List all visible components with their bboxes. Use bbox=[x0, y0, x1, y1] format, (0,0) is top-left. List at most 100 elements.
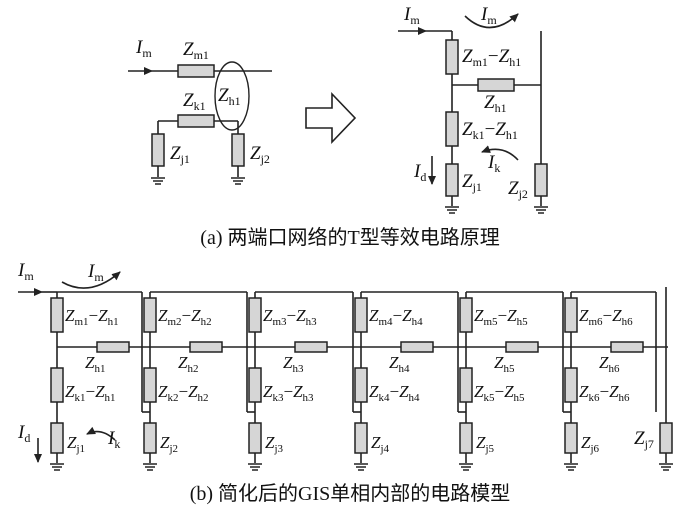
resistor-zk-zh bbox=[564, 367, 578, 403]
label-im-loop: Im bbox=[480, 4, 497, 27]
label-ik: Ik bbox=[487, 152, 500, 175]
label-zk1: Zk1 bbox=[183, 90, 206, 113]
label-zj: Zj6 bbox=[581, 433, 600, 455]
ground-icon bbox=[445, 206, 459, 214]
label-zlow: Zk3−Zh3 bbox=[263, 382, 314, 404]
label-zj: Zj3 bbox=[265, 433, 284, 455]
resistor-zm-zh bbox=[50, 297, 64, 333]
resistor-zh bbox=[96, 341, 130, 353]
resistor-zj1 bbox=[445, 163, 459, 197]
two-port-network bbox=[128, 61, 272, 177]
label-zj: Zj1 bbox=[67, 433, 85, 455]
label-zmid: Zh3 bbox=[283, 353, 304, 375]
resistor-zh bbox=[294, 341, 328, 353]
label-ztop: Zm2−Zh2 bbox=[158, 306, 212, 328]
label-zm1-zh1: Zm1−Zh1 bbox=[462, 46, 521, 69]
label-zmid: Zh1 bbox=[85, 353, 105, 375]
ground-icon bbox=[459, 463, 473, 471]
label-id: Id bbox=[413, 161, 426, 184]
resistor-zm-zh bbox=[248, 297, 262, 333]
label-zlow: Zk2−Zh2 bbox=[158, 382, 209, 404]
ground-icon bbox=[564, 463, 578, 471]
resistor-zj bbox=[354, 422, 368, 454]
label-zj: Zj2 bbox=[160, 433, 178, 455]
label-zlow: Zk4−Zh4 bbox=[369, 382, 420, 404]
resistor-zk-zh bbox=[248, 367, 262, 403]
ladder-end bbox=[659, 287, 673, 471]
ground-icon bbox=[534, 206, 548, 214]
gis-ladder-circuit bbox=[18, 271, 121, 463]
resistor-zj2 bbox=[534, 163, 548, 197]
t-equivalent-circuit bbox=[398, 13, 548, 206]
label-zj: Zj5 bbox=[476, 433, 495, 455]
resistor-zk-zh bbox=[354, 367, 368, 403]
resistor-zm1-zh1 bbox=[445, 39, 459, 75]
label-b-im-loop: Im bbox=[87, 261, 104, 284]
loop-current-ik-arrow bbox=[481, 145, 519, 161]
label-ztop: Zm6−Zh6 bbox=[579, 306, 633, 328]
ground-icon bbox=[50, 463, 64, 471]
ground-icon bbox=[231, 177, 245, 185]
resistor-zk-zh bbox=[459, 367, 473, 403]
loop-current-ik-arrow bbox=[86, 426, 116, 441]
resistor-zh bbox=[189, 341, 223, 353]
label-zj1: Zj1 bbox=[170, 143, 190, 166]
resistor-zk-zh bbox=[50, 367, 64, 403]
resistor-zj2 bbox=[231, 133, 245, 167]
label-b-im-in: Im bbox=[17, 260, 34, 283]
loop-current-im-arrow bbox=[464, 13, 519, 29]
resistor-zk-zh bbox=[143, 367, 157, 403]
caption-a: (a) 两端口网络的T型等效电路原理 bbox=[200, 226, 499, 249]
resistor-zm-zh bbox=[459, 297, 473, 333]
label-zk1-zh1: Zk1−Zh1 bbox=[462, 119, 518, 142]
label-zj2: Zj2 bbox=[250, 143, 270, 166]
label-zmid: Zh5 bbox=[494, 353, 515, 375]
resistor-zm1 bbox=[177, 64, 215, 78]
resistor-zh bbox=[505, 341, 539, 353]
ground-icon bbox=[659, 463, 673, 471]
label-zlow: Zk6−Zh6 bbox=[579, 382, 630, 404]
resistor-zh1 bbox=[477, 78, 515, 92]
label-b-zj7: Zj7 bbox=[634, 428, 654, 451]
label-im-in: Im bbox=[403, 4, 420, 27]
resistor-zm-zh bbox=[143, 297, 157, 333]
label-ztop: Zm5−Zh5 bbox=[474, 306, 528, 328]
caption-b: (b) 简化后的GIS单相内部的电路模型 bbox=[190, 482, 511, 505]
resistor-zm-zh bbox=[354, 297, 368, 333]
label-b-ik: Ik bbox=[107, 428, 120, 451]
ground-icon bbox=[248, 463, 262, 471]
label-zj2: Zj2 bbox=[508, 178, 528, 201]
resistor-zj7 bbox=[659, 422, 673, 454]
ground-icon bbox=[151, 177, 165, 185]
label-zmid: Zh6 bbox=[599, 353, 620, 375]
resistor-zm-zh bbox=[564, 297, 578, 333]
label-zlow: Zk5−Zh5 bbox=[474, 382, 525, 404]
label-ztop: Zm4−Zh4 bbox=[369, 306, 423, 328]
label-zj: Zj4 bbox=[371, 433, 390, 455]
transform-arrow-icon bbox=[305, 92, 357, 144]
label-ztop: Zm1−Zh1 bbox=[65, 306, 119, 328]
label-zh1: Zh1 bbox=[218, 85, 241, 108]
resistor-zj bbox=[50, 422, 64, 454]
loop-current-im-arrow bbox=[61, 271, 121, 289]
label-zlow: Zk1−Zh1 bbox=[65, 382, 116, 404]
label-b-id: Id bbox=[17, 422, 30, 445]
label-zmid: Zh2 bbox=[178, 353, 198, 375]
label-zj1: Zj1 bbox=[462, 171, 482, 194]
label-ztop: Zm3−Zh3 bbox=[263, 306, 317, 328]
label-zm1: Zm1 bbox=[183, 39, 209, 62]
resistor-zk1 bbox=[177, 114, 215, 128]
label-zmid: Zh4 bbox=[389, 353, 410, 375]
label-im: Im bbox=[135, 37, 152, 60]
mutual-coupling-ellipse bbox=[214, 61, 250, 131]
ground-icon bbox=[354, 463, 368, 471]
label-zh1: Zh1 bbox=[484, 92, 507, 115]
